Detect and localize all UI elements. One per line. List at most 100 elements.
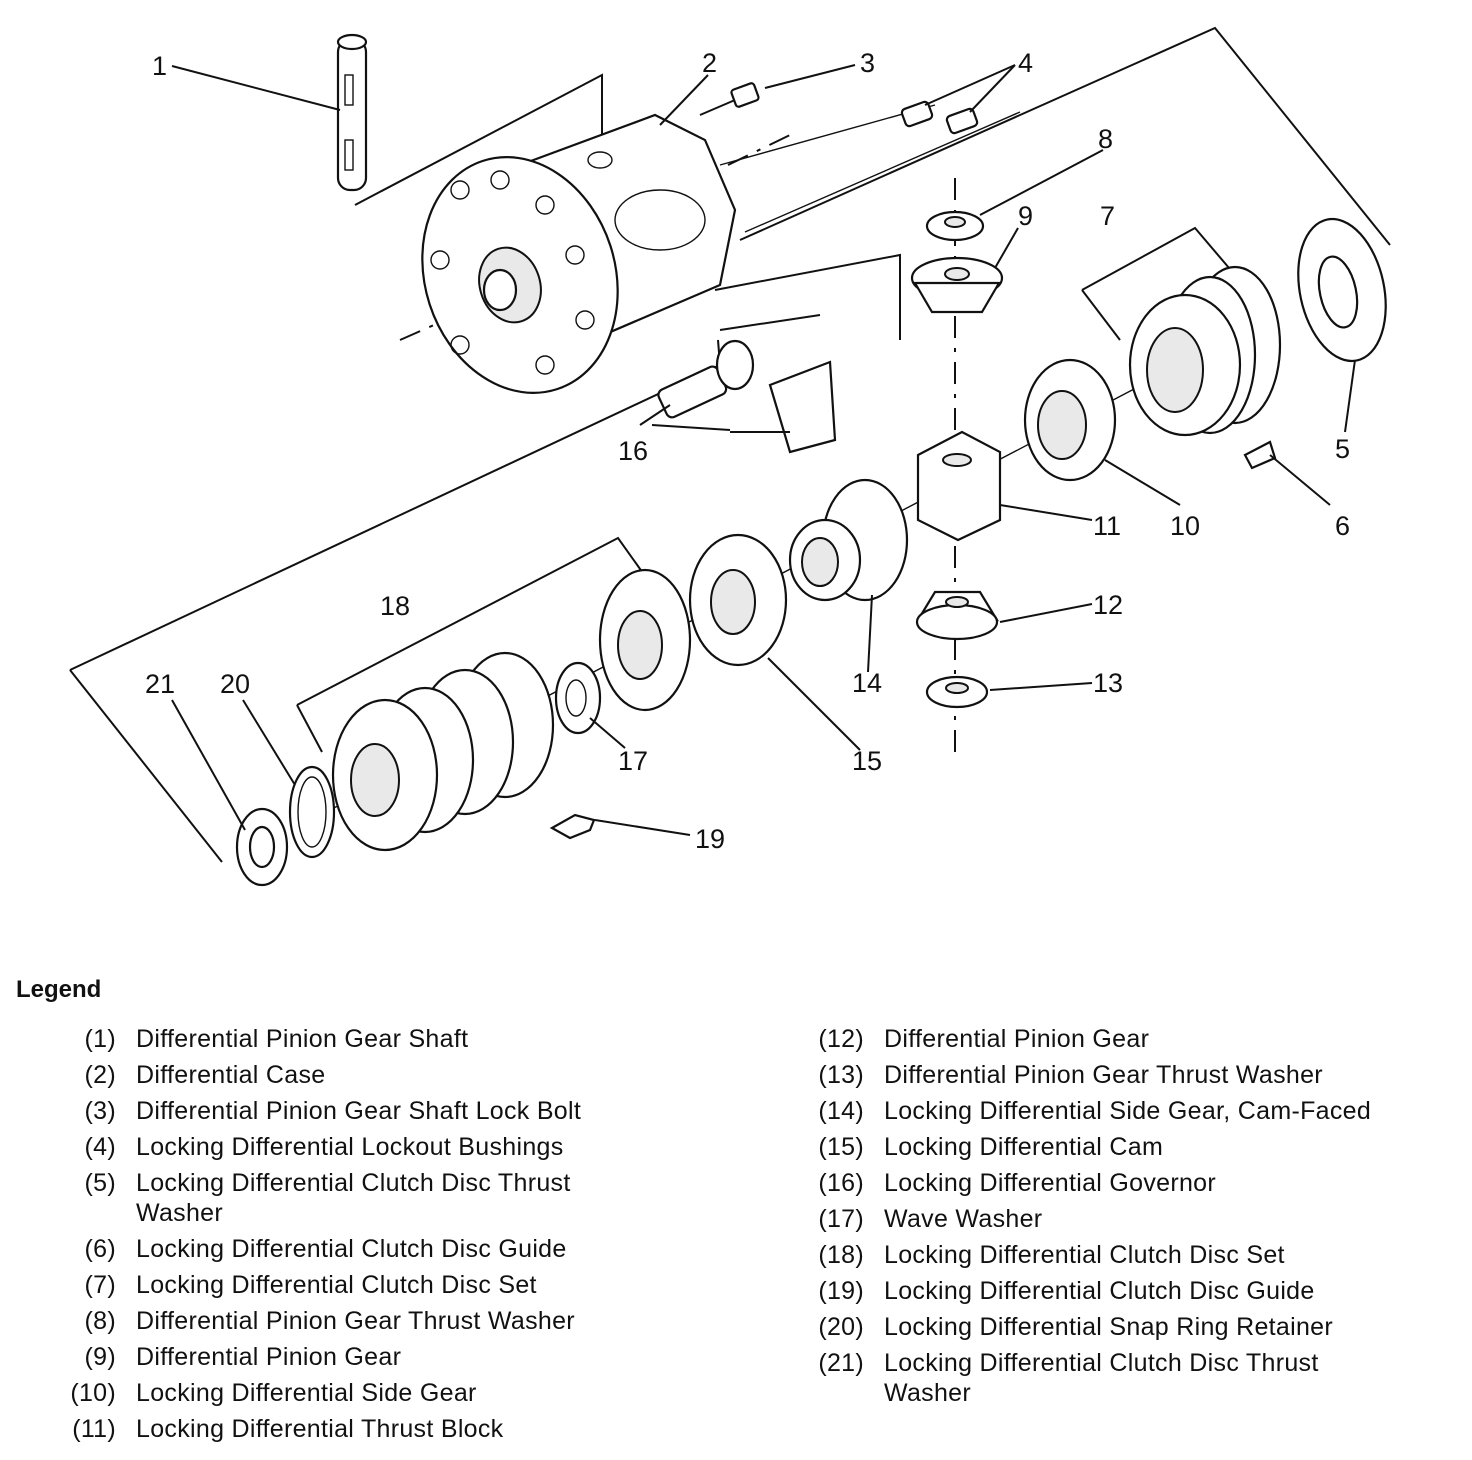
legend-item: (14) Locking Differential Side Gear, Cam-… (806, 1096, 1456, 1126)
wave-washer (554, 661, 602, 735)
callout-16: 16 (618, 436, 648, 466)
legend-text: Differential Case (136, 1061, 326, 1089)
cam-faced-side-gear (788, 478, 909, 602)
callout-labels: 1 2 3 4 5 6 7 8 9 10 11 12 13 14 15 16 1… (145, 48, 1350, 854)
legend-number: (21) (818, 1349, 864, 1377)
legend-text: Locking Differential Clutch Disc Thrust … (136, 1169, 571, 1227)
callout-6: 6 (1335, 511, 1350, 541)
callout-15: 15 (852, 746, 882, 776)
shaft-lock-bolt (699, 82, 760, 116)
legend-item: (12) Differential Pinion Gear (806, 1024, 1456, 1054)
legend-item: (16)Locking Differential Governor (806, 1168, 1456, 1198)
legend-column-left: (1) Differential Pinion Gear Shaft (2) Dif… (58, 1024, 718, 1450)
legend-item: (19) Locking Differential Clutch Disc Gui… (806, 1276, 1456, 1306)
legend-item: (13)Differential Pinion Gear Thrust Wash… (806, 1060, 1456, 1090)
legend-item: (10) Locking Differential Side Gear (58, 1378, 718, 1408)
legend-text: Differential Pinion Gear Shaft (136, 1025, 469, 1053)
legend-text: Wave Washer (884, 1205, 1043, 1233)
legend-text: Locking Differential Snap Ring Retainer (884, 1313, 1333, 1341)
clutch-disc-set-left (331, 568, 692, 852)
legend-item: (1) Differential Pinion Gear Shaft (58, 1024, 718, 1054)
assembly-outline-lines (69, 26, 1391, 863)
legend-text: Differential Pinion Gear Shaft Lock Bolt (136, 1097, 582, 1125)
legend-number: (12) (818, 1025, 864, 1053)
legend-item: (11)Locking Differential Thrust Block (58, 1414, 718, 1444)
legend-text: Locking Differential Clutch Disc Set (884, 1241, 1285, 1269)
legend-number: (19) (818, 1277, 864, 1305)
legend-item: (20) Locking Differential Snap Ring Retai… (806, 1312, 1456, 1342)
snap-ring-retainer (288, 765, 336, 859)
legend-column-right: (12) Differential Pinion Gear (13)Differe… (806, 1024, 1456, 1414)
callout-4: 4 (1018, 48, 1033, 78)
legend-number: (7) (84, 1271, 116, 1299)
legend-text: Locking Differential Clutch Disc Guide (136, 1235, 567, 1263)
legend-item: (17)Wave Washer (806, 1204, 1456, 1234)
pinion-gear-top (910, 256, 1004, 314)
callout-20: 20 (220, 669, 250, 699)
legend-item: (6) Locking Differential Clutch Disc Guid… (58, 1234, 718, 1264)
callout-13: 13 (1093, 668, 1123, 698)
clutch-disc-set-right (1128, 265, 1282, 437)
callout-3: 3 (860, 48, 875, 78)
callout-9: 9 (1018, 201, 1033, 231)
callout-2: 2 (702, 48, 717, 78)
legend-item: (18) Locking Differential Clutch Disc Set (806, 1240, 1456, 1270)
legend-number: (1) (84, 1025, 116, 1053)
clutch-disc-guide-left (549, 813, 596, 840)
lockout-bushings (900, 100, 979, 135)
legend-number: (6) (84, 1235, 116, 1263)
legend-title: Legend (16, 976, 102, 1003)
callout-1: 1 (152, 51, 167, 81)
legend-text: Locking Differential Cam (884, 1133, 1164, 1161)
legend-item: (5) Locking Differential Clutch Disc Thru… (58, 1168, 618, 1228)
callout-21: 21 (145, 669, 175, 699)
legend-item: (7) Locking Differential Clutch Disc Set (58, 1270, 718, 1300)
legend-item: (15)Locking Differential Cam (806, 1132, 1456, 1162)
pinion-thrust-washer-bottom (925, 675, 989, 709)
legend-text: Locking Differential Clutch Disc Thrust … (884, 1349, 1319, 1407)
governor (657, 339, 837, 454)
side-gear (1023, 358, 1117, 482)
callout-17: 17 (618, 746, 648, 776)
legend-number: (18) (818, 1241, 864, 1269)
pinion-gear-shaft (336, 33, 368, 192)
legend-text: Locking Differential Thrust Block (136, 1415, 504, 1443)
leader-lines (171, 64, 1356, 836)
legend-item: (4) Locking Differential Lockout Bushings (58, 1132, 718, 1162)
legend-text: Locking Differential Lockout Bushings (136, 1133, 564, 1161)
legend-number: (13) (818, 1061, 864, 1089)
legend-number: (8) (84, 1307, 116, 1335)
legend-text: Differential Pinion Gear (136, 1343, 402, 1371)
legend-number: (2) (84, 1061, 116, 1089)
legend-text: Locking Differential Clutch Disc Set (136, 1271, 537, 1299)
legend-number: (20) (818, 1313, 864, 1341)
clutch-disc-thrust-washer-left (235, 807, 289, 887)
legend-number: (14) (818, 1097, 864, 1125)
legend-text: Differential Pinion Gear Thrust Washer (136, 1307, 575, 1335)
legend-number: (3) (84, 1097, 116, 1125)
callout-18: 18 (380, 591, 410, 621)
legend-number: (16) (818, 1169, 864, 1197)
callout-14: 14 (852, 668, 882, 698)
legend-text: Differential Pinion Gear (884, 1025, 1150, 1053)
legend-text: Locking Differential Clutch Disc Guide (884, 1277, 1315, 1305)
pinion-gear-bottom (915, 590, 999, 641)
callout-5: 5 (1335, 434, 1350, 464)
exploded-diagram: 1 2 3 4 5 6 7 8 9 10 11 12 13 14 15 16 1… (69, 26, 1391, 887)
legend-item: (9)Differential Pinion Gear (58, 1342, 718, 1372)
legend-text: Locking Differential Side Gear (136, 1379, 477, 1407)
legend-number: (5) (84, 1169, 116, 1197)
legend-number: (4) (84, 1133, 116, 1161)
legend-number: (10) (70, 1379, 116, 1407)
legend-item: (2) Differential Case (58, 1060, 718, 1090)
legend-item: (21) Locking Differential Clutch Disc Thr… (806, 1348, 1366, 1408)
callout-11: 11 (1093, 511, 1121, 541)
differential-case (421, 113, 737, 394)
callout-7: 7 (1100, 201, 1115, 231)
thrust-block (916, 430, 1002, 542)
legend-item: (3) Differential Pinion Gear Shaft Lock B… (58, 1096, 718, 1126)
pinion-thrust-washer-top (925, 210, 985, 242)
legend-item: (8) Differential Pinion Gear Thrust Washe… (58, 1306, 718, 1336)
legend-text: Locking Differential Side Gear, Cam-Face… (884, 1097, 1372, 1125)
callout-19: 19 (695, 824, 725, 854)
